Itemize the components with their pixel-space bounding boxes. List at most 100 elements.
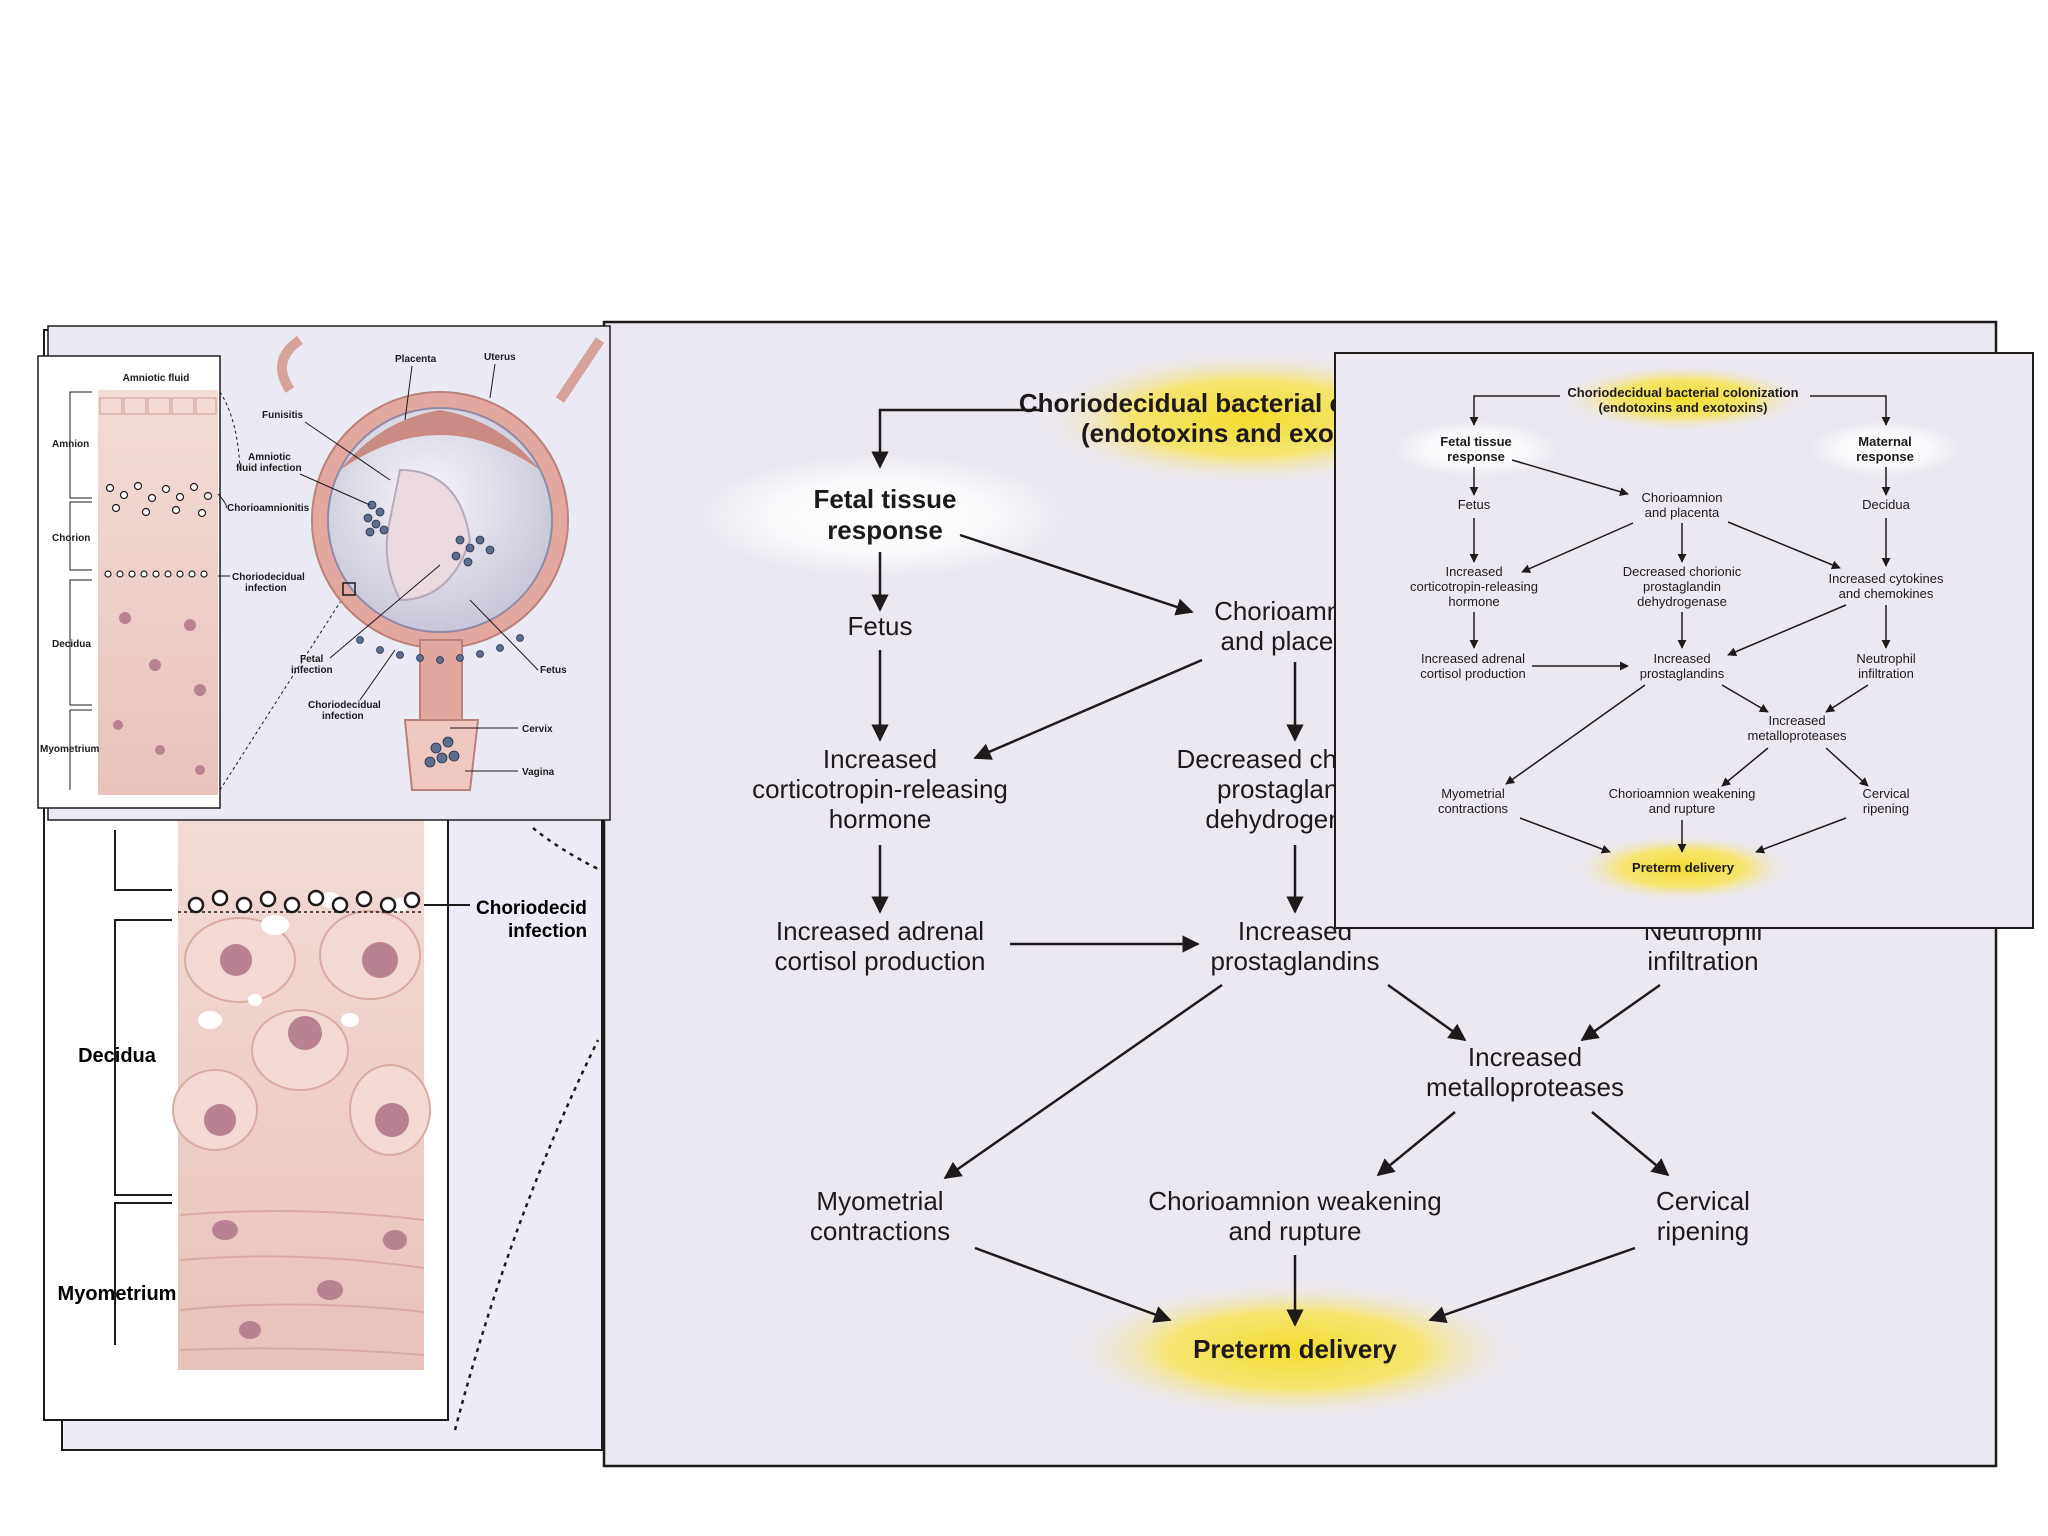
inset-dehydrogenase-line-1: Decreased chorionic — [1623, 564, 1742, 579]
cervix-canal — [419, 639, 463, 721]
zoom-connector-bottom — [453, 1039, 600, 1431]
inset-crh-line-3: hormone — [1448, 594, 1499, 609]
label-amnion: Amnion — [52, 439, 89, 450]
preterm-node: Preterm delivery — [1193, 1334, 1397, 1364]
crh-node-line-2: corticotropin-releasing — [752, 774, 1008, 804]
enlarged-myometrium-fibers — [179, 1210, 425, 1356]
inset-prostaglandins-line-1: Increased — [1653, 651, 1710, 666]
crh-node-line-3: hormone — [829, 804, 932, 834]
label-vagina: Vagina — [522, 767, 555, 778]
inset-maternal-line-1: Maternal — [1858, 434, 1911, 449]
label-placenta: Placenta — [395, 354, 437, 365]
cervical-node-line-1: Cervical — [1656, 1186, 1750, 1216]
myometrial-node-line-1: Myometrial — [816, 1186, 943, 1216]
label-myometrium: Myometrium — [40, 744, 100, 755]
cross-section-tissue — [98, 390, 218, 795]
uterus-pointers — [299, 363, 539, 772]
label-funisitis: Funisitis — [262, 410, 304, 421]
inset-preterm: Preterm delivery — [1632, 860, 1735, 875]
arrow-myometrial-to-preterm — [974, 1246, 1172, 1323]
inset-arrow-source-fetal — [1469, 395, 1560, 426]
inset-fetus: Fetus — [1458, 497, 1491, 512]
flowchart-text: Choriodecidual bacterial colonization (e… — [752, 388, 1762, 1364]
inset-decidua: Decidua — [1862, 497, 1910, 512]
flowchart-inset-arrows — [1469, 395, 1891, 854]
label-choriodecidual-uterus-2: infection — [322, 711, 364, 722]
inset-myometrial-line-1: Myometrial — [1441, 786, 1505, 801]
enlarged-myometrium-label: Myometrium — [58, 1283, 177, 1305]
zoom-connector-top — [532, 827, 601, 872]
prostaglandins-node-line-2: prostaglandins — [1210, 946, 1379, 976]
crh-node-line-1: Increased — [823, 744, 937, 774]
neutrophil-node-line-2: infiltration — [1647, 946, 1758, 976]
arrow-neutrophil-to-metalloproteases — [1580, 983, 1661, 1042]
inset-source-highlight — [1558, 364, 1808, 432]
inset-myometrial-line-2: contractions — [1438, 801, 1509, 816]
preterm-highlight — [1065, 1280, 1525, 1420]
inset-neutrophil-line-2: infiltration — [1858, 666, 1914, 681]
inset-cytokines-line-1: Increased cytokines — [1829, 571, 1944, 586]
placenta — [340, 410, 540, 470]
inset-cortisol-line-2: cortisol production — [1420, 666, 1526, 681]
metalloproteases-node-line-2: metalloproteases — [1426, 1072, 1624, 1102]
inset-arrow-metalloproteases-weakening — [1721, 747, 1769, 787]
inset-cytokines-line-2: and chemokines — [1839, 586, 1934, 601]
weakening-node-line-2: and rupture — [1229, 1216, 1362, 1246]
label-fetal-infection-2: infection — [291, 665, 333, 676]
cross-section-labels: Amniotic fluid Amnion Chorion Decidua My… — [40, 373, 310, 755]
label-cervix: Cervix — [522, 724, 553, 735]
inset-metalloproteases-line-2: metalloproteases — [1748, 728, 1847, 743]
inset-weakening-line-2: and rupture — [1649, 801, 1716, 816]
label-amniotic-fluid: Amniotic fluid — [123, 373, 190, 384]
right-fallopian-tube — [555, 337, 605, 403]
flowchart-inset-text: Choriodecidual bacterial colonization (e… — [1410, 385, 1944, 875]
enlarged-vacuoles — [198, 892, 408, 1029]
inset-arrow-cytokines-prostaglandins — [1727, 604, 1847, 656]
inset-crh-line-2: corticotropin-releasing — [1410, 579, 1538, 594]
enlarged-bacteria-row — [187, 889, 421, 914]
inset-weakening-line-1: Chorioamnion weakening — [1609, 786, 1756, 801]
arrow-metalloproteases-to-cervical — [1591, 1111, 1670, 1177]
inset-cervical-line-2: ripening — [1863, 801, 1909, 816]
inset-cervical-line-1: Cervical — [1863, 786, 1910, 801]
uterus-labels: Placenta Uterus Funisitis Amniotic fluid… — [236, 352, 567, 778]
arrow-prostaglandins-to-myometrial — [943, 983, 1223, 1180]
enlarged-decidua-nuclei — [204, 942, 409, 1137]
inset-prostaglandins-line-2: prostaglandins — [1640, 666, 1725, 681]
prostaglandins-node-line-1: Increased — [1238, 916, 1352, 946]
inset-arrow-myometrial-preterm — [1519, 817, 1611, 854]
inset-neutrophil-line-1: Neutrophil — [1856, 651, 1915, 666]
fetal-response-line-1: Fetal tissue — [813, 484, 956, 514]
inset-metalloproteases-line-1: Increased — [1768, 713, 1825, 728]
cross-section-amnion-cells — [99, 397, 217, 415]
fetal-response-highlight — [697, 454, 1067, 578]
inset-fetal-line-1: Fetal tissue — [1440, 434, 1512, 449]
cortisol-node-line-2: cortisol production — [775, 946, 986, 976]
metalloproteases-node-line-1: Increased — [1468, 1042, 1582, 1072]
label-choriodecidual-1: Choriodecidual — [232, 572, 305, 583]
cross-section-decidua-cells — [113, 612, 206, 775]
left-fallopian-tube — [277, 335, 303, 393]
inset-dehydrogenase-line-3: dehydrogenase — [1637, 594, 1727, 609]
fetus-figure — [385, 468, 472, 602]
label-uterus: Uterus — [484, 352, 516, 363]
arrow-chorioamnion-to-crh — [973, 658, 1203, 760]
arrow-prostaglandins-to-metalloproteases — [1387, 983, 1467, 1042]
label-fetal-infection-1: Fetal — [300, 654, 324, 665]
label-choriodecidual-2: infection — [245, 583, 287, 594]
inset-arrow-source-maternal — [1810, 395, 1891, 426]
cross-section-brackets — [69, 391, 92, 790]
uterus-illustration — [277, 335, 605, 791]
label-amniotic-fluid-infection-1: Amniotic — [248, 452, 291, 463]
label-chorioamnionitis: Chorioamnionitis — [227, 503, 310, 514]
cervical-node-line-2: ripening — [1657, 1216, 1750, 1246]
arrow-fetal-to-chorioamnion — [959, 533, 1194, 616]
inset-cortisol-line-1: Increased adrenal — [1421, 651, 1525, 666]
inset-maternal-highlight — [1810, 421, 1960, 477]
uterus-bacteria — [356, 500, 524, 768]
label-fetus-anatomy: Fetus — [540, 665, 567, 676]
inset-fetal-line-2: response — [1447, 449, 1505, 464]
enlarged-choriodecidual-label-1: Choriodecid — [476, 898, 587, 919]
inset-arrow-neutrophil-metalloproteases — [1825, 684, 1869, 713]
label-amniotic-fluid-infection-2: fluid infection — [236, 463, 302, 474]
